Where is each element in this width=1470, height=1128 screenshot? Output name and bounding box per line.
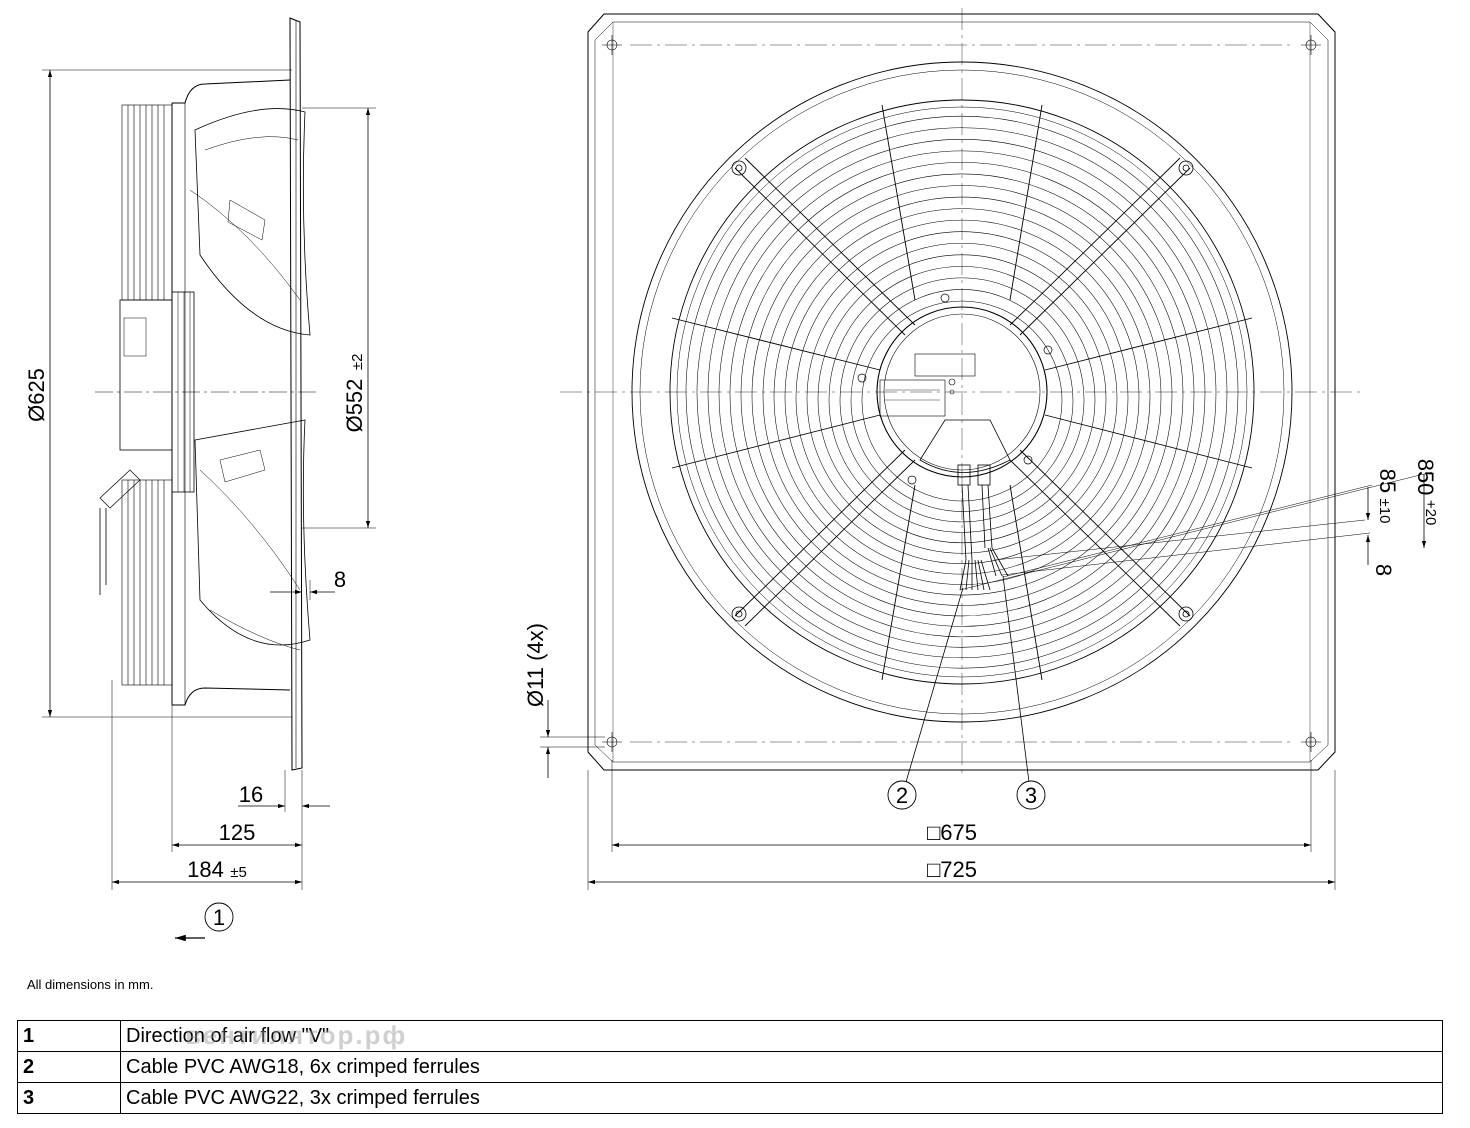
- dim-diameter-625: Ø625: [24, 368, 49, 422]
- dim-cable-850: 850: [1413, 459, 1438, 496]
- units-note: All dimensions in mm.: [27, 977, 154, 992]
- dim-square-725: □725: [927, 857, 977, 882]
- dim-strip-85-tol: ±10: [1376, 499, 1393, 524]
- guard-ring: [751, 185, 1173, 606]
- legend-row: 3 Cable PVC AWG22, 3x crimped ferrules: [17, 1082, 1443, 1114]
- dim-gap-8: 8: [334, 567, 346, 592]
- guard-ring: [773, 208, 1151, 585]
- guard-ring: [718, 150, 1206, 638]
- guard-ring: [817, 254, 1107, 544]
- legend-row: 1 Direction of air flow "V": [17, 1020, 1443, 1052]
- dim-184-group: 184 ±5: [187, 857, 247, 882]
- technical-drawing: Ø625 Ø552 ±2 8 16 125 184 ±5 1: [24, 8, 1439, 942]
- legend-text: Cable PVC AWG22, 3x crimped ferrules: [120, 1082, 1443, 1114]
- dim-184: 184: [187, 857, 224, 882]
- dim-diameter-552: Ø552: [342, 379, 367, 433]
- dim-hole-11: Ø11 (4x): [523, 623, 548, 707]
- dim-strip-85: 85: [1375, 469, 1400, 493]
- side-dim-labels: Ø625 Ø552 ±2 8 16 125 184 ±5 1: [24, 354, 367, 932]
- guard-ring: [729, 162, 1195, 627]
- legend-number: 3: [17, 1082, 121, 1114]
- callout-1: 1: [204, 902, 234, 932]
- legend-text: Direction of air flow "V": [120, 1020, 1443, 1052]
- legend-number: 2: [17, 1051, 121, 1083]
- guard-ring: [839, 277, 1085, 523]
- dim-cable-850-group: 850 +20: [1413, 459, 1439, 526]
- front-dimensions: [540, 471, 1433, 890]
- dim-square-675: □675: [927, 820, 977, 845]
- guard-ring: [696, 127, 1228, 659]
- guard-ring: [828, 266, 1096, 533]
- guard-ring: [861, 300, 1063, 502]
- callout-3: 3: [1016, 780, 1046, 810]
- dim-diameter-552-group: Ø552 ±2: [342, 354, 367, 433]
- callout-2-label: 2: [896, 783, 908, 808]
- callout-2: 2: [887, 780, 917, 810]
- front-view: [560, 8, 1360, 783]
- guard-ring: [784, 219, 1140, 575]
- side-dimensions: [42, 69, 376, 942]
- legend-row: 2 Cable PVC AWG18, 6x crimped ferrules: [17, 1051, 1443, 1083]
- guard-ring: [795, 231, 1129, 564]
- guard-ring: [740, 173, 1184, 617]
- guard-ring: [707, 139, 1217, 648]
- legend-table: 1 Direction of air flow "V" 2 Cable PVC …: [17, 1020, 1443, 1114]
- guard-ring: [850, 289, 1074, 512]
- dim-strip-85-group: 85 ±10: [1375, 469, 1400, 524]
- guard-ring: [762, 196, 1162, 596]
- dim-cable-850-tol: +20: [1422, 500, 1439, 525]
- dim-diameter-552-tol: ±2: [349, 354, 366, 371]
- dim-125: 125: [219, 820, 256, 845]
- dim-ferrule-8: 8: [1371, 564, 1396, 576]
- dim-184-tol: ±5: [230, 864, 247, 881]
- legend-number: 1: [17, 1020, 121, 1052]
- guard-ring: [685, 115, 1239, 669]
- guard-ring: [806, 242, 1118, 554]
- callout-1-label: 1: [213, 905, 225, 930]
- dim-16: 16: [239, 782, 263, 807]
- side-view: [95, 17, 320, 771]
- legend-text: Cable PVC AWG18, 6x crimped ferrules: [120, 1051, 1443, 1083]
- front-dim-labels: □675 □725 Ø11 (4x) 850 +20 85 ±10 8 2 3: [523, 459, 1439, 882]
- guard-grille: [685, 115, 1239, 669]
- callout-3-label: 3: [1025, 783, 1037, 808]
